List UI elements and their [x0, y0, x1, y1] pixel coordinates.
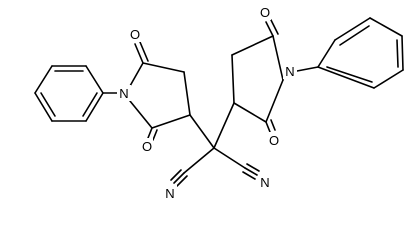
right-phenyl-ring — [296, 17, 404, 89]
right-pyrrolidinedione-ring — [231, 19, 284, 133]
oxygen-label: O — [260, 5, 270, 20]
oxygen-label: O — [269, 133, 279, 148]
central-carbon-linkage — [170, 102, 260, 187]
nitrogen-label: N — [119, 86, 128, 101]
left-phenyl-ring — [34, 65, 104, 122]
nitrogen-label: N — [285, 64, 294, 79]
oxygen-label: O — [142, 139, 152, 154]
left-pyrrolidinedione-ring — [102, 41, 191, 141]
atom-labels: O N O O N O N N — [117, 4, 297, 201]
molecule-structure: O N O O N O N N — [34, 4, 404, 201]
oxygen-label: O — [130, 27, 140, 42]
nitrile-nitrogen-label: N — [165, 186, 174, 201]
nitrile-nitrogen-label: N — [260, 175, 269, 190]
